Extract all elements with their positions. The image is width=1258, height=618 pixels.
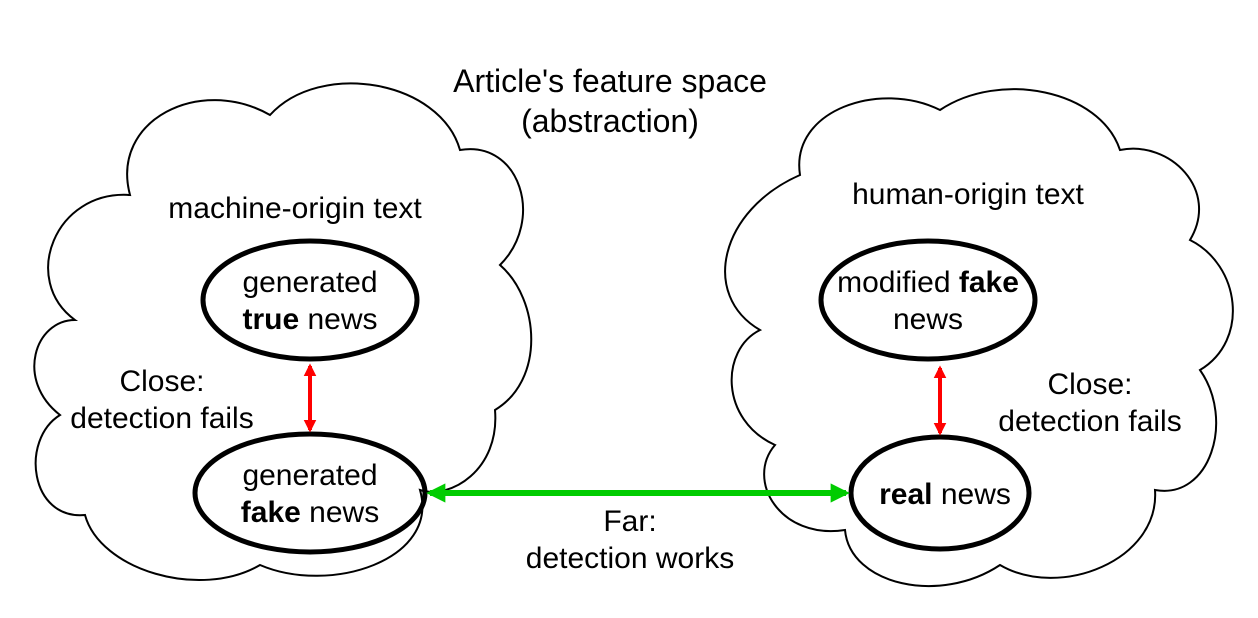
node-rest: news (932, 478, 1011, 511)
bold-word: real (879, 478, 933, 511)
diagram-title: Article's feature space (abstraction) (330, 61, 890, 141)
generated-true-news-label: generated true news (210, 264, 410, 338)
title-line-1: Article's feature space (453, 63, 767, 99)
machine-origin-label: machine-origin text (168, 192, 422, 225)
generated-fake-news-node (192, 431, 428, 555)
edge-line: detection works (525, 542, 735, 575)
node-line: generated (242, 266, 378, 299)
human-origin-label: human-origin text (852, 178, 1084, 211)
edge-line: Far: (603, 505, 657, 538)
edge-line: Close: (119, 365, 205, 398)
edge-line: detection fails (70, 402, 254, 435)
real-news-label: real news (860, 476, 1030, 513)
node-rest: news (300, 496, 380, 529)
node-prefix: modified (837, 266, 959, 299)
node-line: fake news (210, 494, 410, 531)
node-rest: news (299, 303, 378, 336)
bold-word: fake (958, 266, 1019, 299)
node-line: news (892, 303, 964, 336)
node-line: true news (210, 301, 410, 338)
machine-origin-cloud (33, 82, 533, 581)
edge-line: Close: (1047, 368, 1133, 401)
bold-word: fake (240, 496, 301, 529)
title-line-2: (abstraction) (521, 103, 699, 139)
node-line: modified fake (818, 264, 1038, 301)
modified-fake-news-node (818, 238, 1038, 362)
edge-line: detection fails (998, 405, 1182, 438)
human-origin-cloud (724, 88, 1234, 587)
bold-word: true (242, 303, 300, 336)
generated-fake-news-label: generated fake news (210, 457, 410, 531)
right-close-label: Close: detection fails (980, 366, 1200, 440)
far-label: Far: detection works (500, 503, 760, 577)
left-close-label: Close: detection fails (52, 363, 272, 437)
real-news-node (848, 434, 1032, 552)
modified-fake-news-label: modified fake news (818, 264, 1038, 338)
node-line: generated (242, 459, 378, 492)
generated-true-news-node (200, 238, 420, 362)
